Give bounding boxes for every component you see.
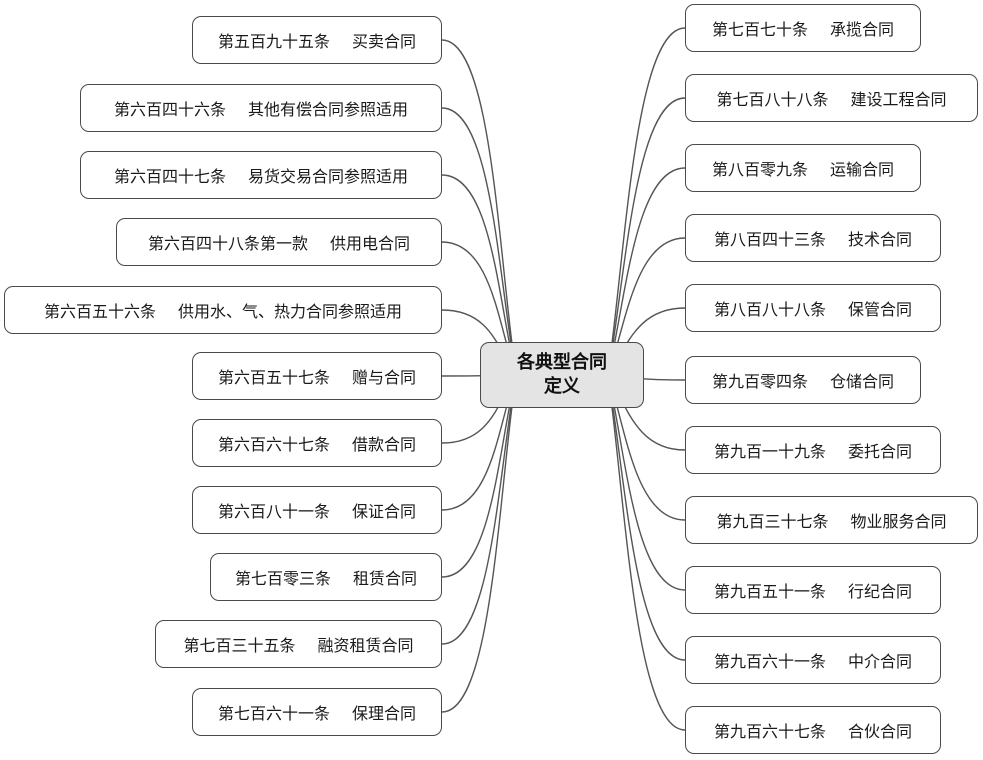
contract-type: 易货交易合同参照适用 (248, 167, 409, 186)
contract-type: 保证合同 (352, 502, 417, 521)
article-number: 第六百五十七条 (217, 368, 330, 387)
right-node-10: 第九百六十一条 中介合同 (685, 636, 941, 684)
article-number: 第七百六十一条 (217, 704, 330, 723)
article-number: 第九百六十七条 (713, 722, 826, 741)
article-number: 第九百一十九条 (713, 442, 826, 461)
left-node-2: 第六百四十六条 其他有偿合同参照适用 (80, 84, 442, 132)
article-number: 第八百四十三条 (713, 230, 826, 249)
connector-line (441, 374, 517, 713)
article-number: 第七百三十五条 (183, 636, 296, 655)
article-number: 第七百零三条 (234, 569, 331, 588)
article-number: 第九百三十七条 (716, 512, 829, 531)
article-number: 第六百四十六条 (113, 100, 226, 119)
article-number: 第七百七十条 (711, 20, 808, 39)
contract-type: 中介合同 (848, 652, 913, 671)
contract-type: 保管合同 (848, 300, 913, 319)
right-node-9: 第九百五十一条 行纪合同 (685, 566, 941, 614)
article-number: 第六百六十七条 (217, 435, 330, 454)
left-node-8: 第六百八十一条 保证合同 (192, 486, 442, 534)
connector-line (441, 39, 517, 376)
right-node-11: 第九百六十七条 合伙合同 (685, 706, 941, 754)
right-node-1: 第七百七十条 承揽合同 (685, 4, 921, 52)
connector-line (607, 27, 686, 376)
left-node-6: 第六百五十七条 赠与合同 (192, 352, 442, 400)
contract-type: 委托合同 (848, 442, 913, 461)
left-node-11: 第七百六十一条 保理合同 (192, 688, 442, 736)
connector-line (441, 374, 517, 645)
article-number: 第八百零九条 (711, 160, 808, 179)
article-number: 第七百八十八条 (716, 90, 829, 109)
right-node-3: 第八百零九条 运输合同 (685, 144, 921, 192)
article-number: 第九百五十一条 (713, 582, 826, 601)
contract-type: 借款合同 (352, 435, 417, 454)
right-node-2: 第七百八十八条 建设工程合同 (685, 74, 978, 122)
right-node-6: 第九百零四条 仓储合同 (685, 356, 921, 404)
right-node-5: 第八百八十八条 保管合同 (685, 284, 941, 332)
contract-type: 行纪合同 (848, 582, 913, 601)
contract-type: 保理合同 (352, 704, 417, 723)
article-number: 第八百八十八条 (713, 300, 826, 319)
contract-type: 赠与合同 (352, 368, 417, 387)
contract-type: 租赁合同 (353, 569, 418, 588)
right-node-7: 第九百一十九条 委托合同 (685, 426, 941, 474)
contract-type: 供用电合同 (330, 234, 411, 253)
contract-type: 建设工程合同 (850, 90, 947, 109)
contract-type: 其他有偿合同参照适用 (248, 100, 409, 119)
article-number: 第九百零四条 (711, 372, 808, 391)
contract-type: 物业服务合同 (850, 512, 947, 531)
article-number: 第六百五十六条 (43, 302, 156, 321)
contract-type: 合伙合同 (848, 722, 913, 741)
article-number: 第六百四十八条第一款 (147, 234, 308, 253)
left-node-4: 第六百四十八条第一款 供用电合同 (116, 218, 442, 266)
contract-type: 买卖合同 (352, 32, 417, 51)
central-topic: 各典型合同 定义 (480, 342, 644, 408)
contract-type: 运输合同 (830, 160, 895, 179)
connector-line (607, 374, 686, 661)
right-node-8: 第九百三十七条 物业服务合同 (685, 496, 978, 544)
article-number: 第六百八十一条 (217, 502, 330, 521)
central-topic-line-2: 定义 (544, 376, 580, 397)
article-number: 第五百九十五条 (217, 32, 330, 51)
left-node-1: 第五百九十五条 买卖合同 (192, 16, 442, 64)
left-node-3: 第六百四十七条 易货交易合同参照适用 (80, 151, 442, 199)
contract-type: 技术合同 (848, 230, 913, 249)
left-node-5: 第六百五十六条 供用水、气、热力合同参照适用 (4, 286, 442, 334)
connector-line (441, 107, 517, 376)
contract-type: 融资租赁合同 (317, 636, 414, 655)
right-node-4: 第八百四十三条 技术合同 (685, 214, 941, 262)
article-number: 第九百六十一条 (713, 652, 826, 671)
left-node-7: 第六百六十七条 借款合同 (192, 419, 442, 467)
article-number: 第六百四十七条 (113, 167, 226, 186)
left-node-10: 第七百三十五条 融资租赁合同 (155, 620, 442, 668)
contract-type: 承揽合同 (830, 20, 895, 39)
connector-line (607, 97, 686, 376)
central-topic-line-1: 各典型合同 (517, 352, 607, 373)
contract-type: 供用水、气、热力合同参照适用 (178, 302, 403, 321)
contract-type: 仓储合同 (830, 372, 895, 391)
left-node-9: 第七百零三条 租赁合同 (210, 553, 442, 601)
connector-line (607, 374, 686, 731)
